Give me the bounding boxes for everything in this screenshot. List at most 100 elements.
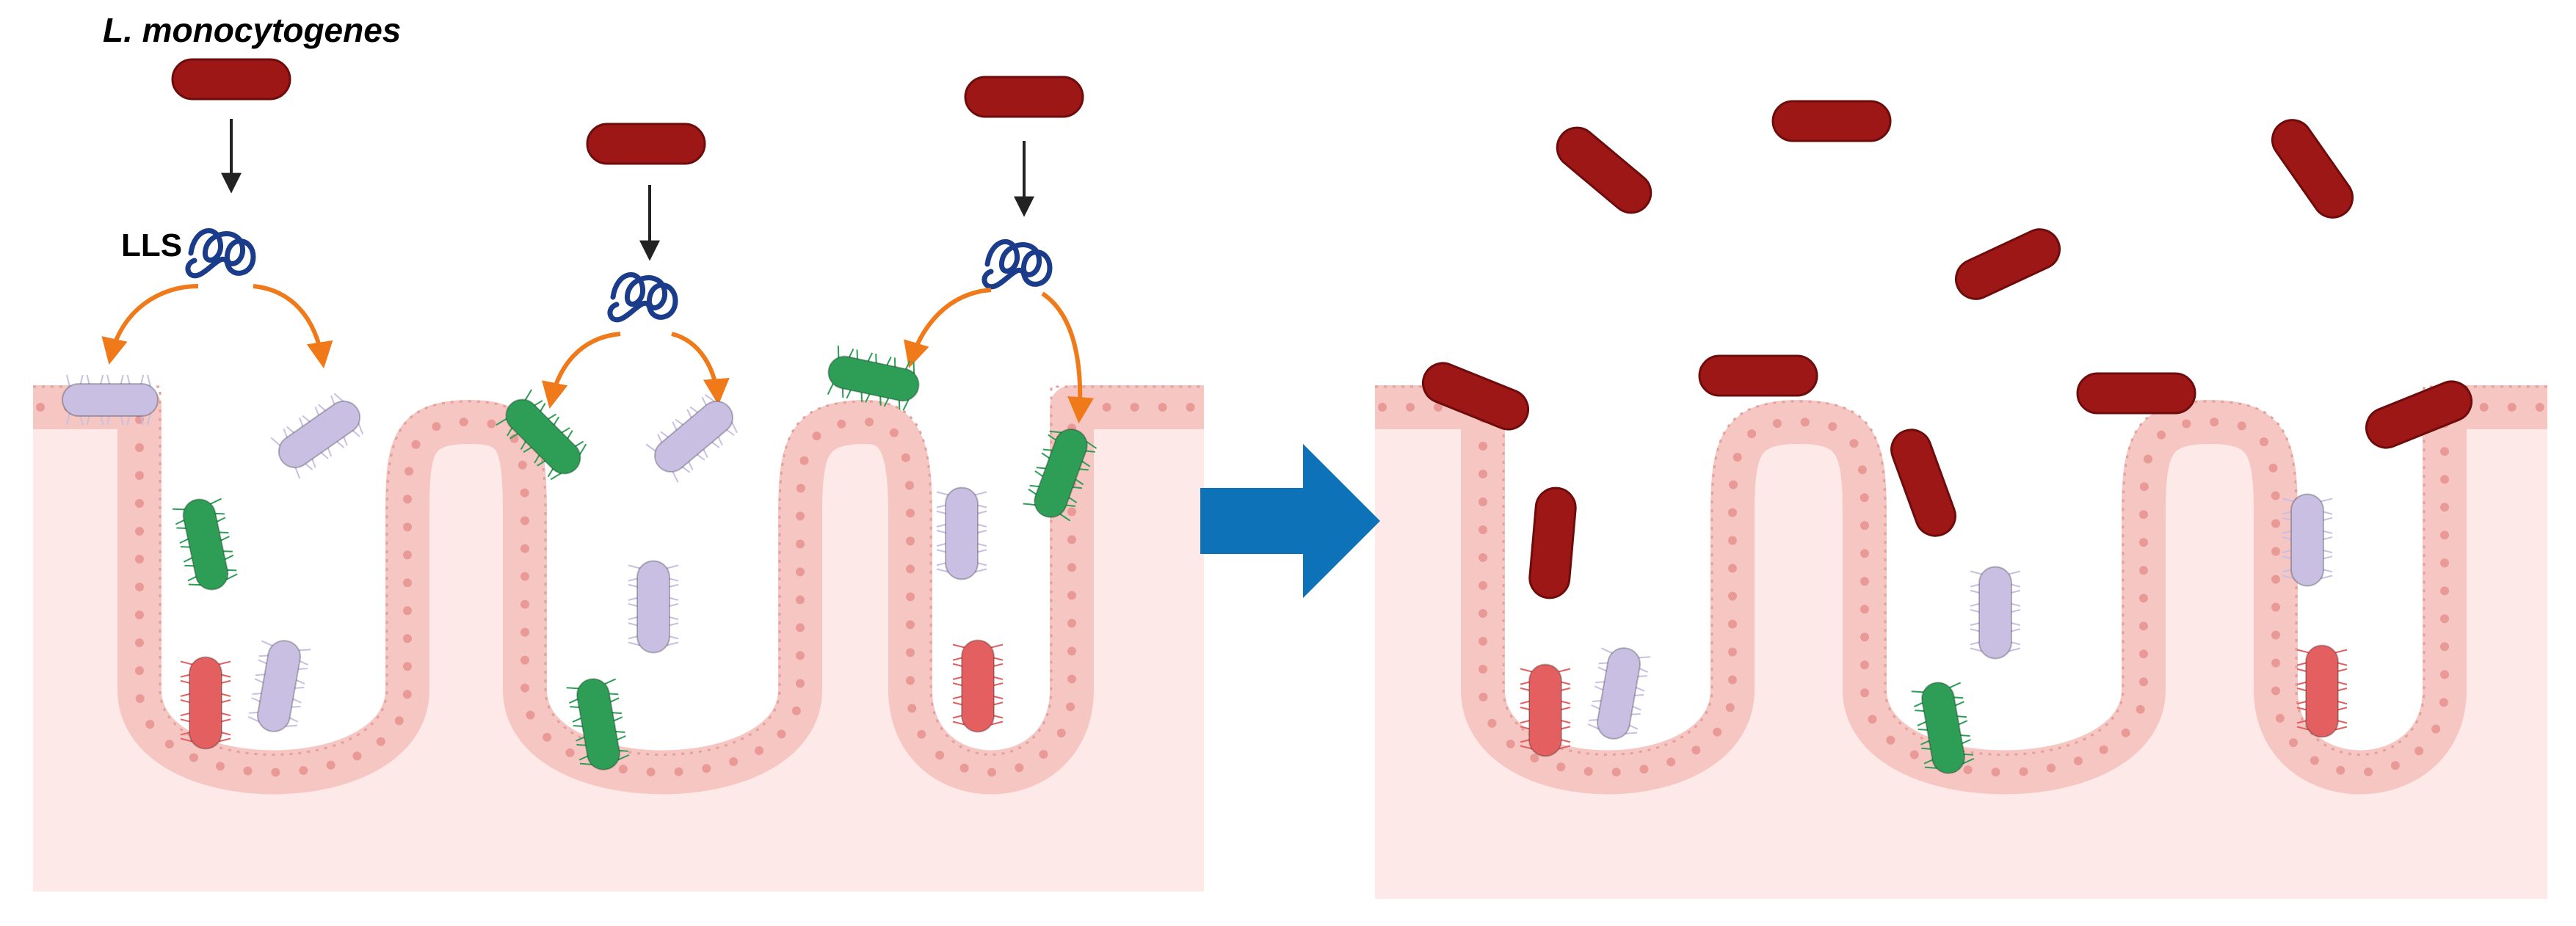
cell-nucleus xyxy=(2099,745,2108,754)
cell-nucleus xyxy=(1067,591,1076,600)
commensal-bacterium-icon xyxy=(936,486,987,580)
cell-nucleus xyxy=(906,536,915,546)
cell-nucleus xyxy=(520,655,529,665)
cell-nucleus xyxy=(2157,430,2166,440)
cell-nucleus xyxy=(2139,677,2148,687)
secretion-arrows xyxy=(221,119,1034,261)
cell-nucleus xyxy=(796,484,805,493)
curved-arrow-icon xyxy=(1041,291,1095,424)
cell-nucleus xyxy=(2139,566,2148,575)
cell-nucleus xyxy=(1860,605,1869,614)
cell-nucleus xyxy=(520,488,529,497)
cell-nucleus xyxy=(1556,762,1566,772)
cell-nucleus xyxy=(674,767,683,776)
cell-nucleus xyxy=(271,768,280,777)
cell-nucleus xyxy=(777,729,786,739)
cell-nucleus xyxy=(1860,493,1869,503)
cell-nucleus xyxy=(935,751,945,760)
cell-nucleus xyxy=(1186,403,1195,412)
cell-nucleus xyxy=(2440,586,2449,596)
curved-arrow-icon xyxy=(671,332,730,406)
cell-nucleus xyxy=(2275,713,2285,723)
cell-nucleus xyxy=(135,583,144,591)
cell-nucleus xyxy=(2440,558,2449,568)
cell-nucleus xyxy=(36,403,45,412)
cell-nucleus xyxy=(1406,403,1415,412)
cell-nucleus xyxy=(1828,422,1837,431)
cell-nucleus xyxy=(2210,418,2219,427)
right-tissue xyxy=(1375,407,2547,899)
cell-nucleus xyxy=(906,676,915,685)
cell-nucleus xyxy=(1479,693,1488,701)
cell-nucleus xyxy=(2047,763,2056,773)
cell-nucleus xyxy=(518,460,527,470)
cell-nucleus xyxy=(1747,429,1757,439)
cell-nucleus xyxy=(2271,658,2280,668)
cell-nucleus xyxy=(796,539,805,549)
right-epithelium-apical-edge xyxy=(1375,385,2547,756)
cell-nucleus xyxy=(1039,750,1048,759)
cell-nucleus xyxy=(2271,575,2280,584)
cell-nucleus xyxy=(1857,465,1867,475)
cell-nucleus xyxy=(2364,768,2373,776)
cell-nucleus xyxy=(403,495,413,504)
listeria-rod-icon xyxy=(171,58,291,101)
cell-nucleus xyxy=(1479,637,1487,646)
lls-label: LLS xyxy=(121,227,183,263)
cell-nucleus xyxy=(487,419,496,429)
cell-nucleus xyxy=(1067,563,1076,572)
cell-nucleus xyxy=(2440,531,2449,540)
cell-nucleus xyxy=(2271,630,2280,640)
commensal-bacterium-icon xyxy=(1023,428,1097,522)
commensal-bacterium-icon xyxy=(180,656,231,750)
cell-nucleus xyxy=(135,638,144,647)
cell-nucleus xyxy=(1530,754,1539,763)
cell-nucleus xyxy=(565,748,575,757)
cell-nucleus xyxy=(164,740,174,749)
lls-peptide-icon xyxy=(185,227,256,279)
listeria-rod-icon xyxy=(2271,119,2354,219)
left-epithelium xyxy=(33,385,1204,795)
cell-nucleus xyxy=(1067,619,1076,628)
cell-nucleus xyxy=(1849,439,1859,448)
cell-nucleus xyxy=(1479,525,1487,534)
cell-nucleus xyxy=(2271,491,2280,500)
cell-nucleus xyxy=(1725,703,1735,712)
cell-nucleus xyxy=(135,499,144,508)
commensal-bacterium-icon xyxy=(566,678,630,770)
cell-nucleus xyxy=(1056,729,1066,737)
cell-nucleus xyxy=(1909,750,1919,759)
cell-nucleus xyxy=(135,471,144,480)
left-epithelium-apical-edge xyxy=(33,385,1204,756)
commensal-bacterium-icon xyxy=(1587,647,1651,740)
cell-nucleus xyxy=(1067,674,1076,684)
cell-nucleus xyxy=(1130,403,1139,412)
cell-nucleus xyxy=(411,440,421,449)
cell-nucleus xyxy=(2019,767,2028,776)
cell-nucleus xyxy=(907,704,917,713)
cell-nucleus xyxy=(135,666,144,675)
commensal-bacterium-icon xyxy=(952,639,1004,733)
commensal-bacterium-icon xyxy=(827,345,920,411)
cell-nucleus xyxy=(1886,735,1895,745)
cell-nucleus xyxy=(2440,614,2449,624)
cell-nucleus xyxy=(1728,508,1737,517)
cell-nucleus xyxy=(791,706,801,715)
cell-nucleus xyxy=(1666,757,1676,767)
curved-arrow-icon xyxy=(101,284,199,365)
listeria-rod-icon xyxy=(2076,372,2196,415)
cell-nucleus xyxy=(299,766,308,775)
commensal-bacterium-icon xyxy=(496,389,587,481)
cell-nucleus xyxy=(889,428,899,437)
cell-nucleus xyxy=(799,456,809,465)
cell-nucleus xyxy=(2440,447,2449,456)
bacteria-layer xyxy=(62,58,2473,774)
cell-nucleus xyxy=(326,760,335,770)
cell-nucleus xyxy=(796,511,805,521)
cell-nucleus xyxy=(520,599,529,609)
cell-nucleus xyxy=(135,443,144,452)
cell-nucleus xyxy=(1860,632,1869,642)
cell-nucleus xyxy=(1639,765,1649,774)
listeria-rod-icon xyxy=(1421,362,1530,431)
lls-peptide-icon xyxy=(607,271,678,323)
